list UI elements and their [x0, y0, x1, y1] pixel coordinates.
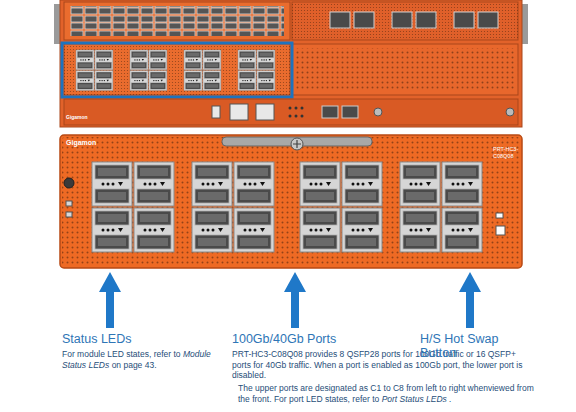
brand-logo-group: Gigamon [66, 114, 106, 120]
callout-text-group: For module LED states, refer toModule St… [62, 349, 212, 370]
callout-heading: Status LEDs [62, 332, 131, 346]
port-groups [76, 50, 275, 91]
callout-text-group: PRT-HC3-C08Q08 provides 8 QSFP28 ports f… [232, 349, 532, 381]
perforation [64, 44, 290, 95]
callout-heading-group: Status LEDs [62, 332, 222, 346]
chassis [54, 0, 528, 127]
perforation [296, 48, 514, 91]
perforation [292, 2, 518, 40]
status-led [496, 213, 503, 218]
sfp-port [342, 106, 358, 118]
rj45-port [230, 104, 248, 120]
button [374, 108, 382, 116]
callout-text-group: The upper ports are designated as C1 to … [238, 383, 538, 404]
callout-text: on page 43. [112, 360, 157, 370]
module-closeup [60, 135, 522, 268]
callout-text: For module LED states, refer to [62, 349, 181, 359]
module-face [60, 135, 522, 268]
callout-arrow [99, 272, 121, 328]
model-label: PRT-HC3-C08Q08 [493, 146, 518, 159]
usb-port [212, 106, 220, 118]
status-leds [289, 107, 304, 118]
module-slot [64, 2, 290, 40]
brand-logo: Gigamon [66, 114, 88, 120]
callout-text: Port Status LEDs . [382, 394, 452, 404]
blank-panel [292, 44, 518, 95]
hot-swap-button [496, 226, 505, 235]
callout-arrow [284, 272, 306, 328]
callout-heading-group: 100Gb/40Gb Ports [232, 332, 432, 346]
port-groups [92, 162, 482, 252]
screw-slot [293, 140, 301, 148]
brand-logo: Gigamon [66, 139, 96, 146]
callout-heading-group: H/S Hot Swap Button [420, 332, 520, 360]
status-led [66, 212, 72, 217]
callout-arrow [459, 272, 481, 328]
perforation [62, 137, 520, 266]
module-slot [64, 44, 290, 95]
sfp-port [322, 106, 338, 118]
model-label-group: PRT-HC3-C08Q08 [493, 146, 521, 159]
highlight-frame [62, 43, 292, 97]
qsfp-ports [330, 12, 498, 28]
screw [64, 178, 74, 188]
callout-text: PRT-HC3-C08Q08 provides 8 QSFP28 ports f… [232, 349, 522, 380]
callout-arrows [99, 272, 481, 328]
callout-heading: 100Gb/40Gb Ports [232, 332, 336, 346]
port-array [70, 6, 284, 36]
callout-heading: H/S Hot Swap Button [420, 332, 499, 360]
module-slot [292, 2, 518, 40]
brand-logo-group: Gigamon [66, 139, 126, 147]
chassis-body [60, 0, 522, 127]
screw [506, 108, 514, 116]
screw [291, 138, 303, 150]
status-led [66, 201, 72, 206]
control-card [64, 99, 518, 125]
rj45-port [256, 104, 274, 120]
